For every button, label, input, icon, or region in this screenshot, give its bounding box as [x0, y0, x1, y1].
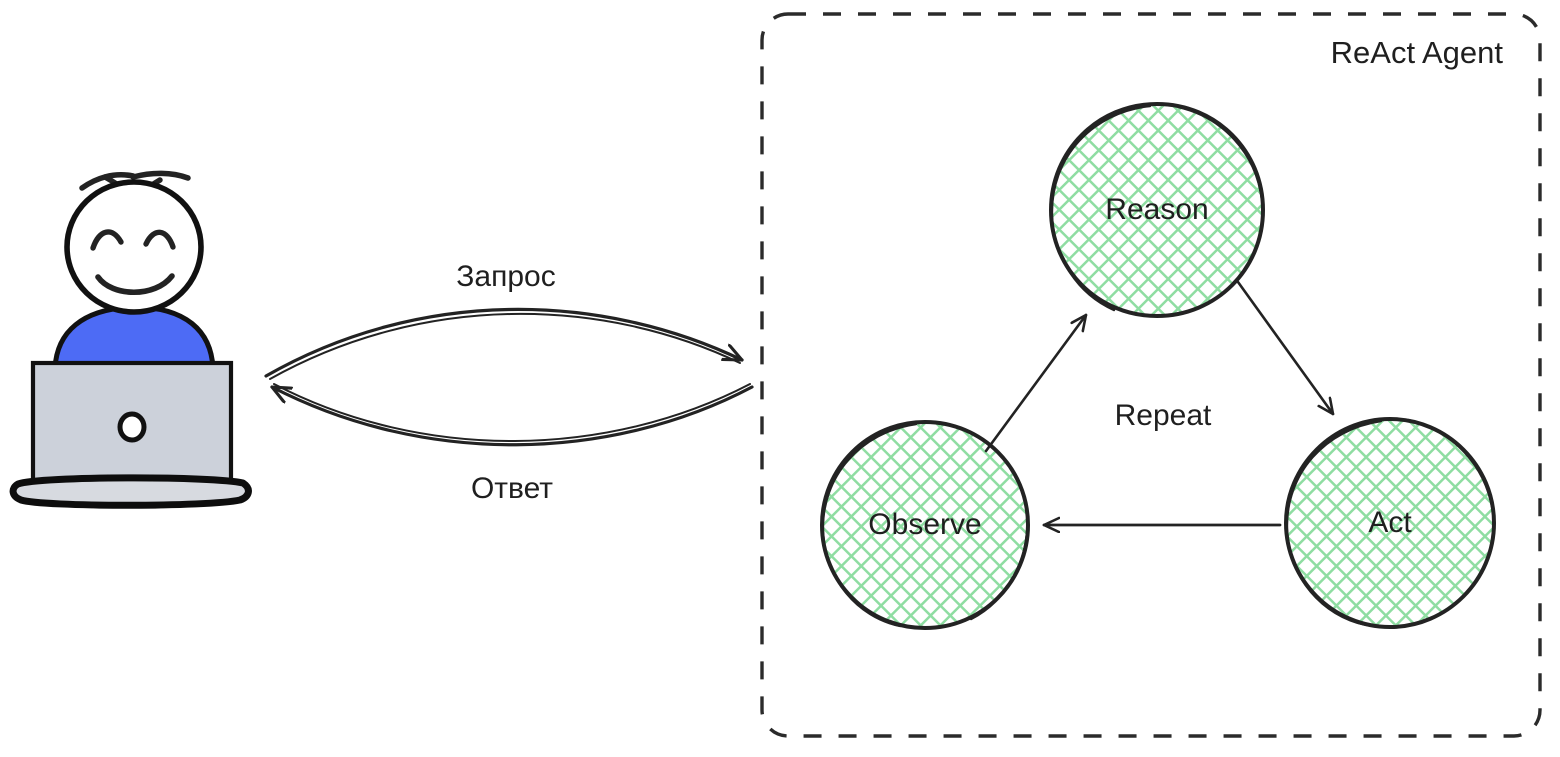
node-act[interactable]: Act: [1284, 417, 1496, 629]
torso-shirt: [52, 304, 216, 371]
edge-request: Запрос: [264, 260, 744, 380]
node-act-fill: [1286, 419, 1494, 627]
node-reason-outline-echo: [1050, 104, 1152, 312]
edge-reason-to-act: [1236, 280, 1335, 416]
node-observe-fill: [822, 422, 1028, 628]
node-observe[interactable]: Observe: [820, 420, 1030, 630]
edge-response-label: Ответ: [471, 472, 553, 505]
repeat-cycle-label: Repeat: [1115, 399, 1212, 432]
edge-response-line: [270, 385, 754, 447]
group-dashed-border: [760, 12, 1542, 738]
node-reason-label: Reason: [1105, 193, 1208, 226]
node-observe-outline-echo: [821, 422, 918, 628]
laptop-base: [9, 474, 252, 509]
edge-request-line: [264, 307, 744, 378]
node-reason-fill: [1051, 104, 1263, 316]
node-observe-label: Observe: [868, 508, 981, 541]
react-agent-group-box: ReAct Agent: [760, 12, 1542, 738]
edge-request-line-echo: [269, 312, 741, 380]
node-reason-outline-echo2: [1176, 105, 1264, 202]
node-reason[interactable]: Reason: [1049, 102, 1265, 318]
edge-response: Ответ: [270, 383, 754, 505]
node-act-outline-echo2: [1407, 418, 1495, 514]
laptop-camera-icon: [117, 411, 147, 443]
left-eye-icon: [90, 229, 124, 251]
right-eye-icon: [143, 229, 176, 250]
edge-observe-to-reason: [984, 313, 1088, 453]
node-act-outline-echo: [1285, 419, 1383, 627]
smile-icon: [95, 273, 175, 296]
edge-response-line-echo: [273, 383, 751, 442]
user-actor-figure: [9, 170, 252, 509]
edge-request-label: Запрос: [456, 260, 555, 293]
node-act-label: Act: [1368, 506, 1412, 539]
node-observe-outline: [820, 420, 1030, 630]
node-observe-outline-echo2: [969, 513, 1029, 621]
group-title-label: ReAct Agent: [1331, 35, 1504, 70]
